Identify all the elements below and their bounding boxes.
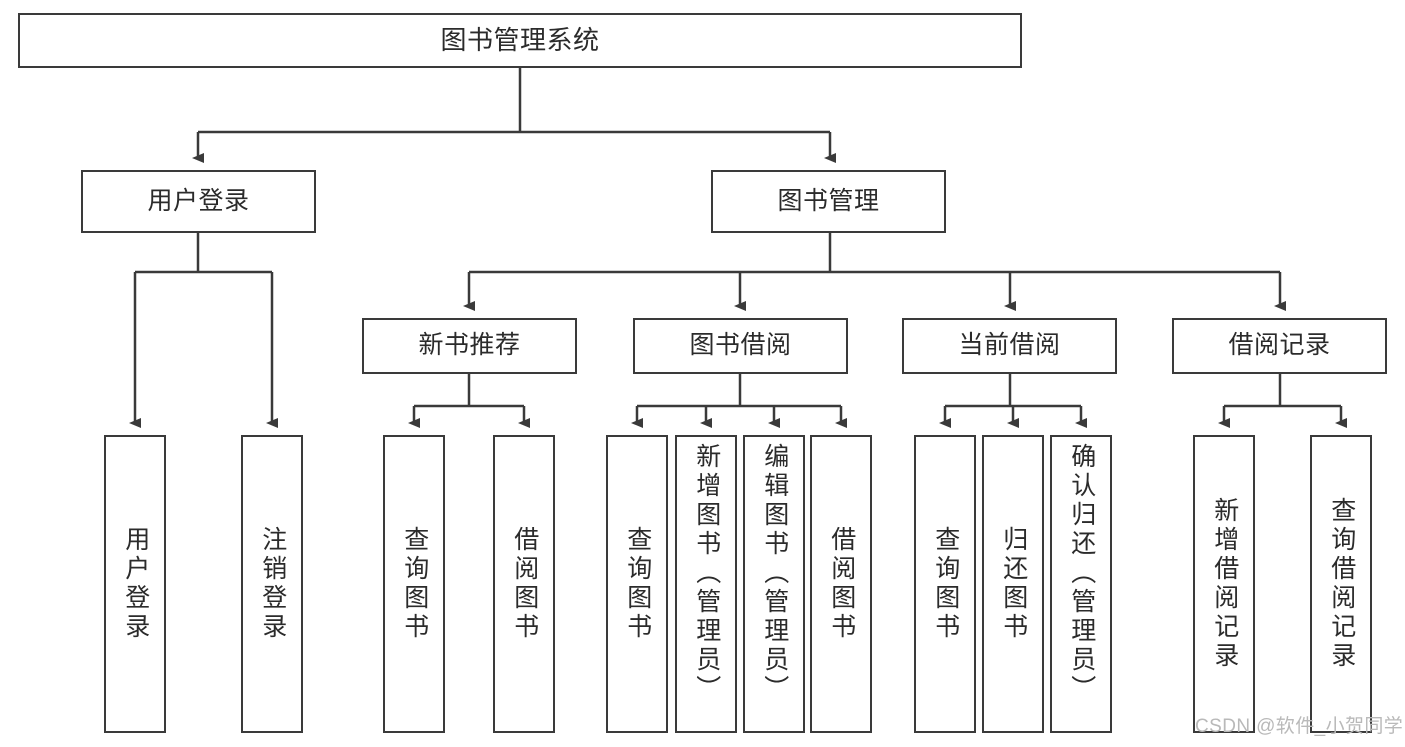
node-label: 当前借阅 <box>958 331 1061 360</box>
node-label: 查询图书 <box>400 526 429 642</box>
node-label: 用户登录 <box>147 186 250 215</box>
node-label: 借阅记录 <box>1228 331 1331 360</box>
node-new-book-recommend[interactable]: 新书推荐 <box>362 318 577 374</box>
node-leaf-confirm-return[interactable]: 确认归还（管理员） <box>1050 435 1112 733</box>
node-current-borrow[interactable]: 当前借阅 <box>902 318 1117 374</box>
node-leaf-borrow-book-1[interactable]: 借阅图书 <box>493 435 555 733</box>
watermark-label: CSDN @软件_小贺同学 <box>1195 716 1404 737</box>
node-leaf-add-book[interactable]: 新增图书（管理员） <box>675 435 737 733</box>
node-leaf-query-book-2[interactable]: 查询图书 <box>606 435 668 733</box>
node-leaf-query-record[interactable]: 查询借阅记录 <box>1310 435 1372 733</box>
node-leaf-return-book[interactable]: 归还图书 <box>982 435 1044 733</box>
node-label: 图书管理 <box>777 186 880 215</box>
node-label: 查询图书 <box>931 526 960 642</box>
node-label: 查询借阅记录 <box>1327 497 1356 671</box>
node-leaf-logout-login[interactable]: 注销登录 <box>241 435 303 733</box>
node-label: 图书借阅 <box>689 331 792 360</box>
node-leaf-query-book-1[interactable]: 查询图书 <box>383 435 445 733</box>
node-leaf-add-record[interactable]: 新增借阅记录 <box>1193 435 1255 733</box>
node-label: 注销登录 <box>258 526 287 642</box>
node-label: 新书推荐 <box>418 331 521 360</box>
node-label: 编辑图书（管理员） <box>760 443 789 704</box>
node-label: 图书管理系统 <box>440 25 600 56</box>
node-label: 查询图书 <box>623 526 652 642</box>
node-label: 借阅图书 <box>827 526 856 642</box>
node-label: 新增借阅记录 <box>1210 497 1239 671</box>
node-label: 新增图书（管理员） <box>692 443 721 704</box>
node-leaf-edit-book[interactable]: 编辑图书（管理员） <box>743 435 805 733</box>
node-user-login[interactable]: 用户登录 <box>81 170 316 233</box>
node-leaf-user-login[interactable]: 用户登录 <box>104 435 166 733</box>
node-label: 借阅图书 <box>510 526 539 642</box>
node-label: 用户登录 <box>121 526 150 642</box>
node-leaf-query-book-3[interactable]: 查询图书 <box>914 435 976 733</box>
node-root-system[interactable]: 图书管理系统 <box>18 13 1022 68</box>
node-borrow-record[interactable]: 借阅记录 <box>1172 318 1387 374</box>
node-label: 归还图书 <box>999 526 1028 642</box>
node-book-borrow[interactable]: 图书借阅 <box>633 318 848 374</box>
node-label: 确认归还（管理员） <box>1067 443 1096 704</box>
node-leaf-borrow-book-2[interactable]: 借阅图书 <box>810 435 872 733</box>
node-book-management[interactable]: 图书管理 <box>711 170 946 233</box>
